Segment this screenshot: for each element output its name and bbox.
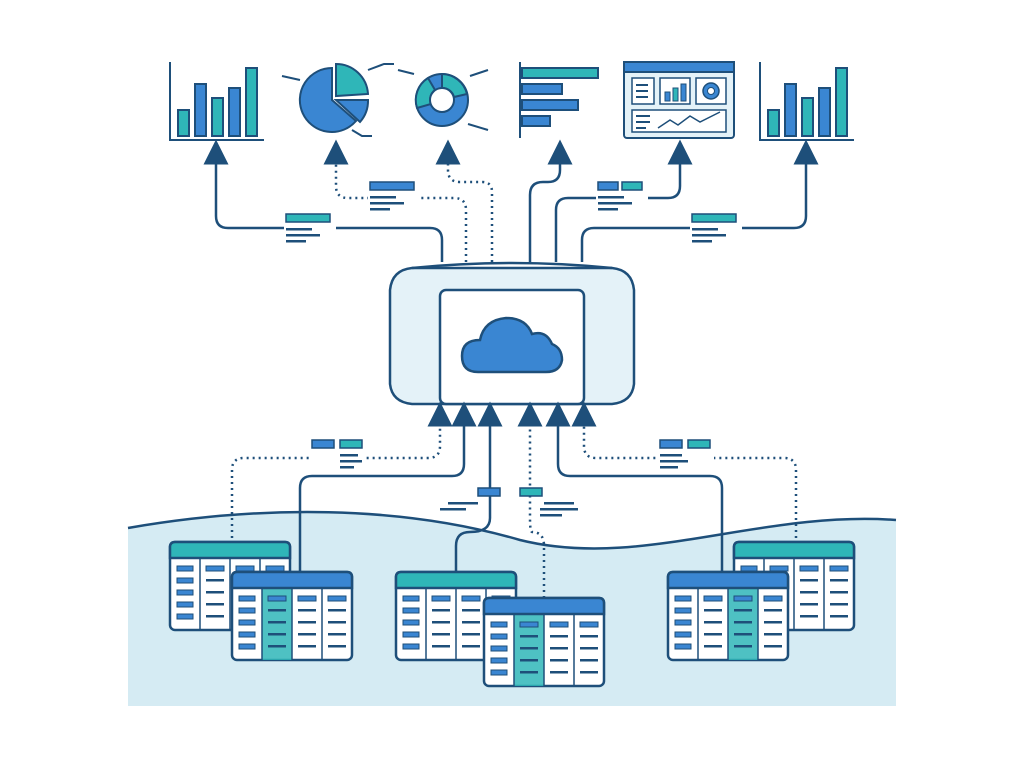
hub-top-edge xyxy=(411,261,613,270)
dashboard-icon xyxy=(623,61,735,139)
cloud-icon xyxy=(460,316,564,374)
connector-from-source-6 xyxy=(571,401,798,544)
bar-chart-icon xyxy=(759,62,854,141)
source-connectors xyxy=(230,401,798,598)
data-table-icon xyxy=(666,570,790,662)
data-table-icon xyxy=(482,596,606,688)
horizontal-bar-chart-icon xyxy=(519,62,599,138)
connector-from-source-2 xyxy=(298,401,477,572)
connector-from-source-1 xyxy=(230,401,453,544)
central-hub xyxy=(388,261,636,406)
connector-label xyxy=(519,487,578,517)
source-connector-labels xyxy=(310,436,714,517)
connector-label xyxy=(310,436,366,472)
pie-chart-icon xyxy=(281,62,394,137)
data-lake-wave-line xyxy=(127,510,897,550)
data-sources xyxy=(168,540,856,688)
connector-to-output-3 xyxy=(435,139,494,262)
connector-label xyxy=(284,210,336,248)
data-table-icon xyxy=(230,570,354,662)
connector-from-source-5 xyxy=(545,401,724,572)
data-table-icon xyxy=(732,540,856,632)
connector-from-source-3 xyxy=(454,401,503,572)
donut-chart-icon xyxy=(397,69,489,131)
connector-to-output-4 xyxy=(528,139,573,262)
bar-chart-icon xyxy=(169,62,264,141)
connector-label xyxy=(368,178,420,216)
connector-label xyxy=(440,487,501,511)
connector-label xyxy=(690,210,742,248)
output-connector-labels xyxy=(284,178,742,248)
connector-label xyxy=(658,436,714,472)
connector-label xyxy=(596,178,648,216)
connector-from-source-4 xyxy=(517,401,546,598)
